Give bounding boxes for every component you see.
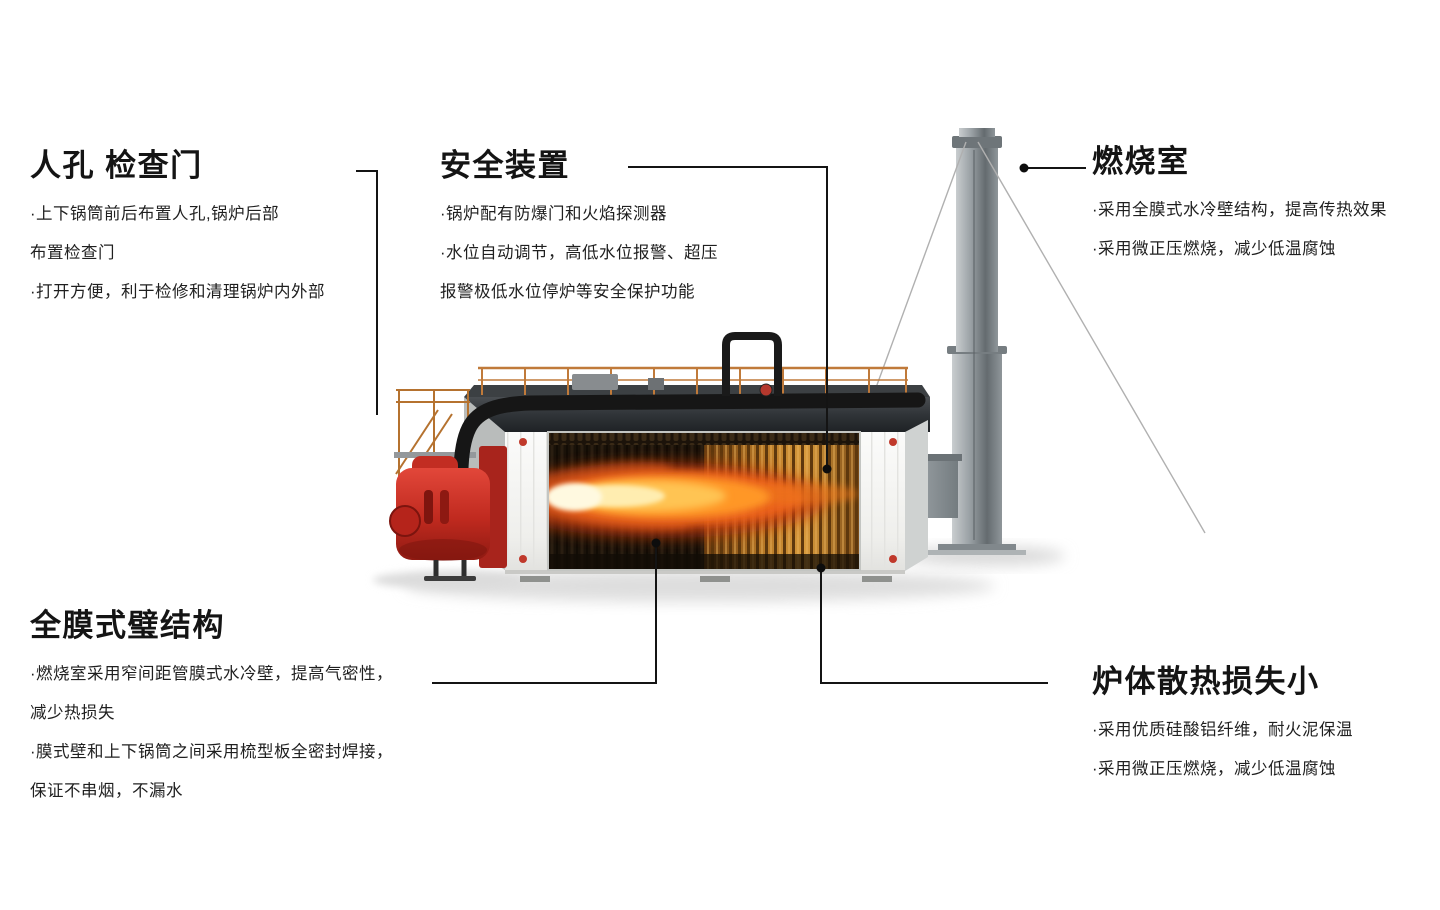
guy-wires: [869, 141, 1206, 534]
callout-line-heatloss: [820, 571, 1048, 684]
callout-title-manhole: 人孔 检查门: [30, 148, 203, 183]
callout-title-combustion-chamber: 燃烧室: [1092, 144, 1190, 179]
callout-heat-loss: 炉体散热损失小 ·采用优质硅酸铝纤维，耐火泥保温 ·采用微正压燃烧，减少低温腐蚀: [1092, 662, 1353, 798]
callout-text: ·膜式壁和上下锅筒之间采用梳型板全密封焊接，: [30, 743, 393, 761]
callout-text: 报警极低水位停炉等安全保护功能: [440, 283, 695, 301]
callout-text: ·采用微正压燃烧，减少低温腐蚀: [1092, 760, 1336, 778]
panel-plugs: [519, 438, 897, 563]
burner-unit: [389, 446, 507, 581]
top-pipe-loop: [722, 332, 782, 397]
callout-combustion-chamber: 燃烧室 ·采用全膜式水冷壁结构，提高传热效果 ·采用微正压燃烧，减少低温腐蚀: [1092, 142, 1387, 278]
callout-line-membrane: [432, 546, 657, 684]
callout-text: 减少热损失: [30, 704, 115, 722]
callout-dot-membrane: [651, 538, 661, 548]
callout-dot-heatloss: [816, 563, 826, 573]
callout-text: ·采用全膜式水冷壁结构，提高传热效果: [1092, 201, 1387, 219]
callout-text: 布置检查门: [30, 244, 115, 262]
callout-line-safety: [628, 166, 828, 466]
callout-text: ·采用微正压燃烧，减少低温腐蚀: [1092, 240, 1336, 258]
furnace-cutaway: [547, 431, 861, 571]
callout-safety-devices: 安全装置 ·锅炉配有防爆门和火焰探测器 ·水位自动调节，高低水位报警、超压 报警…: [440, 146, 718, 321]
callout-title-safety-devices: 安全装置: [440, 148, 570, 183]
callout-text: ·燃烧室采用窄间距管膜式水冷壁，提高气密性，: [30, 665, 393, 683]
callout-title-heat-loss: 炉体散热损失小: [1092, 664, 1320, 699]
callout-dot-safety: [822, 464, 832, 474]
callout-text: ·采用优质硅酸铝纤维，耐火泥保温: [1092, 721, 1353, 739]
callout-text: 保证不串烟，不漏水: [30, 782, 183, 800]
callout-dot-combustion: [1019, 163, 1029, 173]
callout-text: ·水位自动调节，高低水位报警、超压: [440, 244, 718, 262]
callout-text: ·打开方便，利于检修和清理锅炉内外部: [30, 283, 325, 301]
callout-connectors: [356, 166, 1086, 684]
callout-line-manhole: [356, 170, 378, 415]
callout-membrane-wall: 全膜式璧结构 ·燃烧室采用窄间距管膜式水冷壁，提高气密性， 减少热损失 ·膜式壁…: [30, 606, 393, 820]
callout-dots: [651, 163, 1029, 573]
callout-text: ·锅炉配有防爆门和火焰探测器: [440, 205, 667, 223]
callout-manhole: 人孔 检查门 ·上下锅筒前后布置人孔,锅炉后部 布置检查门 ·打开方便，利于检修…: [30, 146, 325, 321]
callout-title-membrane-wall: 全膜式璧结构: [30, 608, 225, 643]
top-railing: [478, 366, 908, 395]
flame: [548, 462, 858, 538]
deck-equipment: [572, 374, 664, 390]
callout-text: ·上下锅筒前后布置人孔,锅炉后部: [30, 205, 280, 223]
